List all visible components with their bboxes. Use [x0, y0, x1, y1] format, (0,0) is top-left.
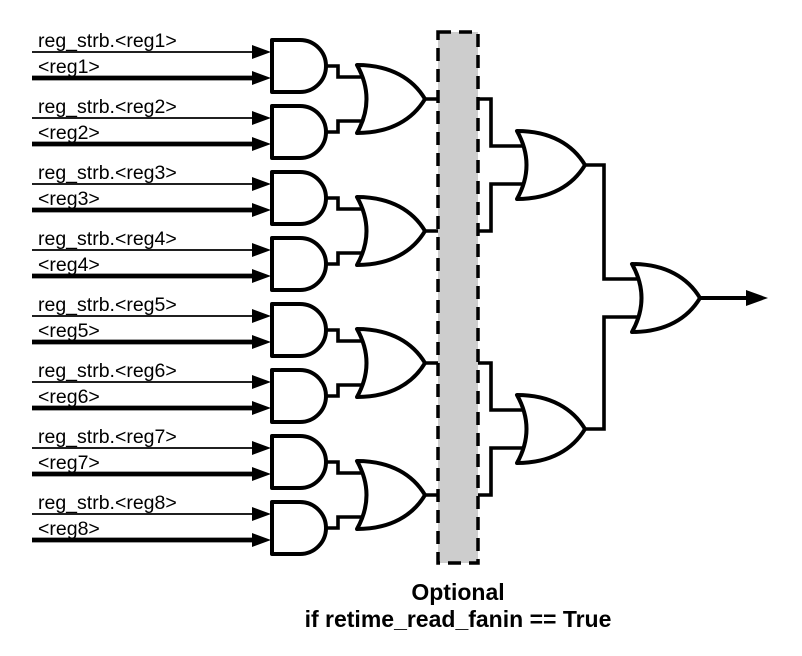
or-gate-level2	[515, 393, 587, 465]
input-row: reg_strb.<reg7> <reg7>	[32, 426, 271, 481]
input-row: reg_strb.<reg8> <reg8>	[32, 492, 271, 547]
wire	[326, 251, 375, 266]
and-gate	[270, 302, 328, 358]
wire	[585, 315, 652, 431]
or-gate-level1	[355, 195, 427, 267]
output-arrowhead-icon	[746, 290, 768, 306]
or-gate-level1	[355, 327, 427, 399]
strobe-wire-label: reg_strb.<reg3>	[38, 162, 177, 184]
input-row: reg_strb.<reg2> <reg2>	[32, 96, 271, 151]
strobe-wire-arrowhead-icon	[252, 375, 271, 389]
data-wire-arrowhead-icon	[252, 137, 271, 151]
input-rows: reg_strb.<reg1> <reg1> reg_strb.<reg2> <reg…	[32, 30, 271, 547]
strobe-wire-label: reg_strb.<reg7>	[38, 426, 177, 448]
data-wire-arrowhead-icon	[252, 401, 271, 415]
data-wire-label: <reg6>	[38, 386, 100, 408]
wire	[326, 460, 375, 475]
strobe-wire-label: reg_strb.<reg6>	[38, 360, 177, 382]
strobe-wire-arrowhead-icon	[252, 309, 271, 323]
strobe-wire-arrowhead-icon	[252, 243, 271, 257]
data-wire-arrowhead-icon	[252, 467, 271, 481]
strobe-wire-arrowhead-icon	[252, 45, 271, 59]
strobe-wire-label: reg_strb.<reg4>	[38, 228, 177, 250]
data-wire-label: <reg5>	[38, 320, 100, 342]
input-row: reg_strb.<reg1> <reg1>	[32, 30, 271, 85]
wire	[326, 383, 375, 398]
data-wire-label: <reg3>	[38, 188, 100, 210]
or-gate-level2	[515, 129, 587, 201]
input-row: reg_strb.<reg3> <reg3>	[32, 162, 271, 217]
input-row: reg_strb.<reg4> <reg4>	[32, 228, 271, 283]
data-wire-label: <reg8>	[38, 518, 100, 540]
or-gate-final	[630, 262, 702, 334]
annotation-title: Optional	[411, 579, 504, 605]
input-row: reg_strb.<reg6> <reg6>	[32, 360, 271, 415]
wire	[326, 328, 375, 343]
and-gate	[270, 500, 328, 556]
input-row: reg_strb.<reg5> <reg5>	[32, 294, 271, 349]
data-wire-label: <reg1>	[38, 56, 100, 78]
wire	[326, 119, 375, 134]
or-gate-level1	[355, 63, 427, 135]
and-gate	[270, 38, 328, 94]
wire	[326, 515, 375, 530]
strobe-wire-label: reg_strb.<reg8>	[38, 492, 177, 514]
annotation-condition: if retime_read_fanin == True	[305, 606, 612, 632]
strobe-wire-arrowhead-icon	[252, 111, 271, 125]
wire	[585, 163, 652, 281]
data-wire-arrowhead-icon	[252, 269, 271, 283]
data-wire-arrowhead-icon	[252, 71, 271, 85]
strobe-wire-arrowhead-icon	[252, 441, 271, 455]
strobe-wire-arrowhead-icon	[252, 177, 271, 191]
data-wire-arrowhead-icon	[252, 335, 271, 349]
data-wire-label: <reg7>	[38, 452, 100, 474]
data-wire-label: <reg2>	[38, 122, 100, 144]
annotation: Optional if retime_read_fanin == True	[305, 579, 612, 632]
wire	[326, 64, 375, 79]
data-wire-label: <reg4>	[38, 254, 100, 276]
strobe-wire-label: reg_strb.<reg2>	[38, 96, 177, 118]
strobe-wire-arrowhead-icon	[252, 507, 271, 521]
gates	[270, 38, 702, 556]
strobe-wire-label: reg_strb.<reg1>	[38, 30, 177, 52]
and-gate	[270, 434, 328, 490]
and-gate	[270, 104, 328, 160]
and-gate	[270, 170, 328, 226]
or-gate-level1	[355, 459, 427, 531]
wire	[326, 196, 375, 211]
optional-retime-stage	[436, 30, 480, 565]
and-gate	[270, 236, 328, 292]
data-wire-arrowhead-icon	[252, 203, 271, 217]
and-gate	[270, 368, 328, 424]
strobe-wire-label: reg_strb.<reg5>	[38, 294, 177, 316]
data-wire-arrowhead-icon	[252, 533, 271, 547]
